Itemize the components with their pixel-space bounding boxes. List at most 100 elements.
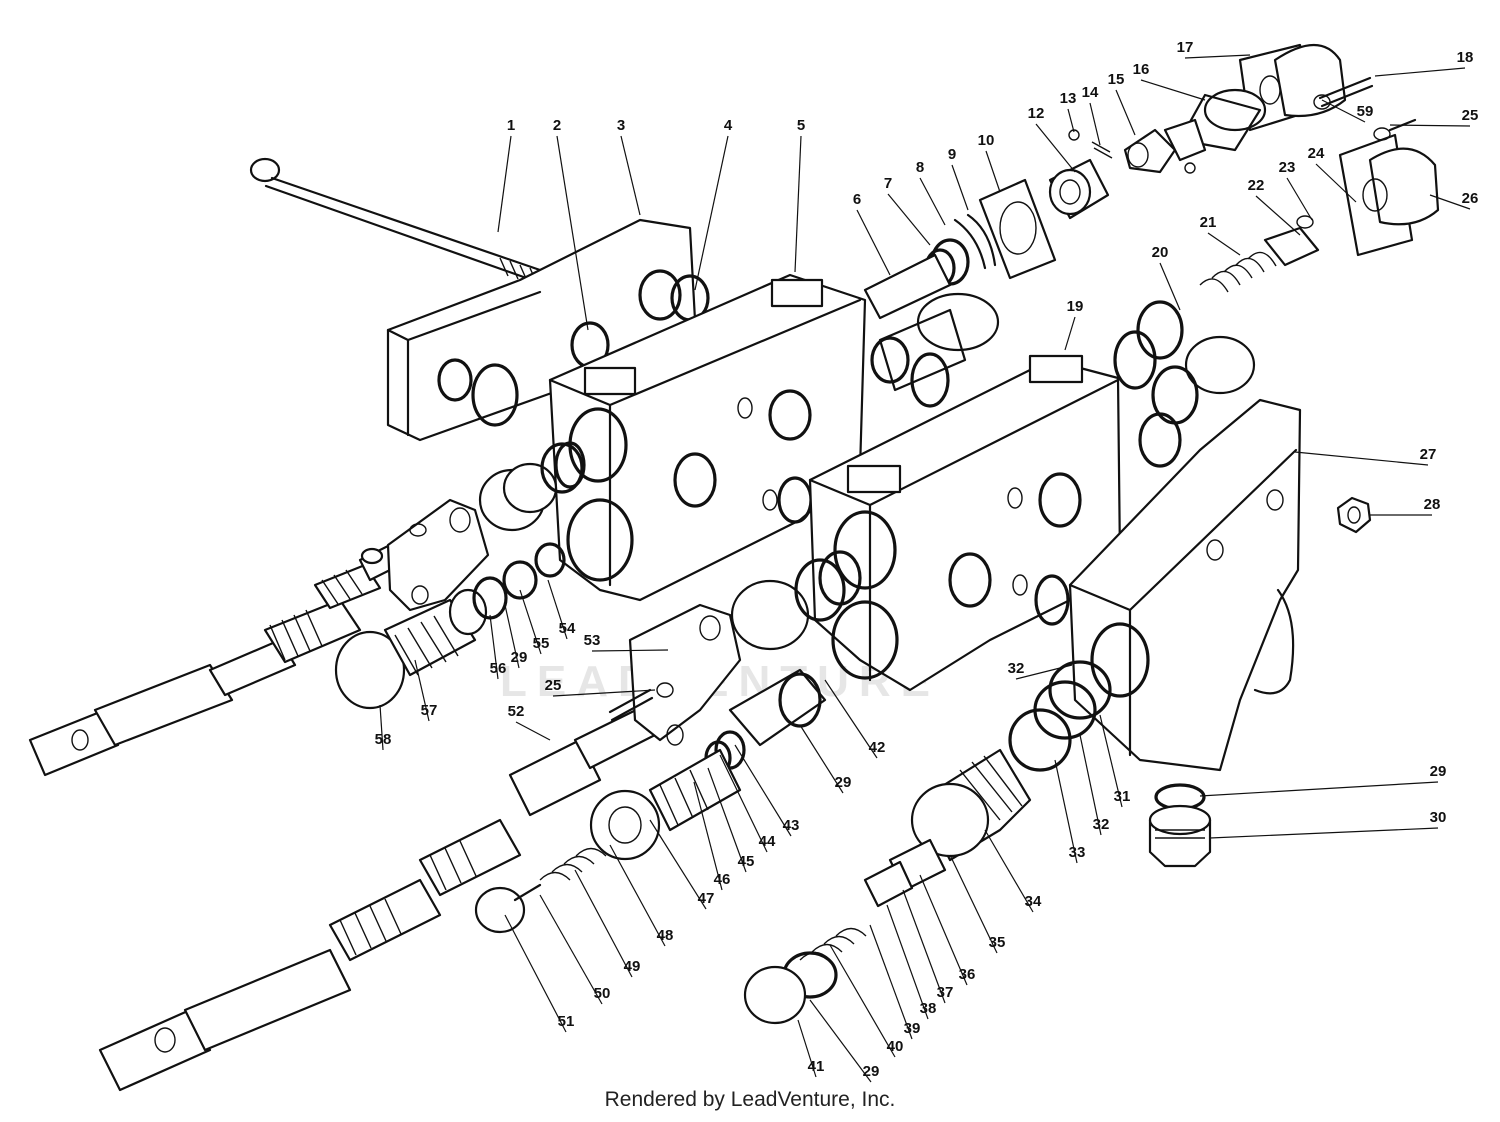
callout-label-40: 40	[887, 1038, 904, 1055]
callout-leader-47	[649, 819, 707, 910]
callout-label-44: 44	[759, 833, 776, 850]
callout-leader-3	[620, 135, 641, 216]
callout-leader-17	[1184, 54, 1251, 59]
callout-label-29: 29	[511, 649, 528, 666]
callout-leader-52	[515, 721, 551, 741]
lower-control-spool	[98, 706, 657, 1092]
callout-label-21: 21	[1200, 214, 1217, 231]
callout-leader-21	[1207, 232, 1241, 256]
callout-label-5: 5	[797, 117, 805, 134]
callout-leader-8	[919, 177, 946, 226]
callout-leader-54	[547, 579, 568, 640]
callout-label-50: 50	[594, 985, 611, 1002]
callout-leader-29	[809, 999, 872, 1083]
callout-leader-46	[693, 781, 723, 891]
callout-leader-43	[734, 744, 792, 837]
callout-leader-1	[497, 135, 512, 233]
callout-label-56: 56	[490, 660, 507, 677]
callout-label-7: 7	[884, 175, 892, 192]
callout-label-34: 34	[1025, 893, 1042, 910]
callout-label-41: 41	[808, 1058, 825, 1075]
callout-label-47: 47	[698, 890, 715, 907]
callout-label-52: 52	[508, 703, 525, 720]
callout-label-55: 55	[533, 635, 550, 652]
callout-label-10: 10	[978, 132, 995, 149]
callout-label-46: 46	[714, 871, 731, 888]
callout-leader-26	[1429, 194, 1471, 210]
callout-leader-35	[949, 854, 998, 954]
callout-label-29: 29	[863, 1063, 880, 1080]
callout-leader-44	[719, 754, 768, 853]
callout-label-37: 37	[937, 984, 954, 1001]
callout-leader-57	[414, 659, 430, 722]
callout-label-12: 12	[1028, 105, 1045, 122]
callout-label-39: 39	[904, 1020, 921, 1037]
callout-label-29: 29	[1430, 763, 1447, 780]
callout-leader-7	[887, 193, 931, 246]
spool-cap-left	[863, 178, 1057, 408]
callout-label-8: 8	[916, 159, 924, 176]
callout-label-25: 25	[545, 677, 562, 694]
callout-label-48: 48	[657, 927, 674, 944]
upper-plug-and-rings	[334, 542, 566, 710]
callout-label-14: 14	[1082, 84, 1099, 101]
callout-leader-2	[556, 135, 589, 331]
callout-label-38: 38	[920, 1000, 937, 1017]
callout-label-32: 32	[1008, 660, 1025, 677]
callout-label-13: 13	[1060, 90, 1077, 107]
callout-leader-45	[707, 767, 747, 873]
callout-label-54: 54	[559, 620, 576, 637]
callout-label-16: 16	[1133, 61, 1150, 78]
tie-rod	[249, 157, 542, 287]
valve-body-left	[548, 273, 867, 602]
callout-label-24: 24	[1308, 145, 1325, 162]
callout-leader-33	[1054, 759, 1078, 864]
callout-label-28: 28	[1424, 496, 1441, 513]
callout-leader-15	[1115, 89, 1136, 136]
callout-leader-48	[609, 844, 666, 947]
callout-label-27: 27	[1420, 446, 1437, 463]
callout-leader-32	[1015, 664, 1073, 680]
callout-label-36: 36	[959, 966, 976, 983]
callout-label-26: 26	[1462, 190, 1479, 207]
callout-label-18: 18	[1457, 49, 1474, 66]
callout-leader-51	[504, 914, 567, 1033]
callout-label-32: 32	[1093, 816, 1110, 833]
upper-spool-cap	[386, 442, 584, 612]
callout-label-29: 29	[835, 774, 852, 791]
callout-leader-25	[1389, 124, 1471, 127]
callout-label-59: 59	[1357, 103, 1374, 120]
lower-relief-assembly	[474, 668, 827, 934]
callout-label-58: 58	[375, 731, 392, 748]
callout-leader-29	[504, 604, 520, 669]
callout-leader-38	[886, 904, 929, 1020]
callout-leader-42	[824, 679, 878, 759]
callout-leader-50	[539, 894, 603, 1005]
callout-leader-29	[799, 724, 844, 794]
callout-label-49: 49	[624, 958, 641, 975]
callout-label-22: 22	[1248, 177, 1265, 194]
callout-leader-25	[552, 689, 656, 697]
callout-leader-55	[519, 589, 542, 655]
callout-leader-23	[1286, 177, 1313, 221]
callout-label-45: 45	[738, 853, 755, 870]
footer-credit: Rendered by LeadVenture, Inc.	[604, 1088, 896, 1111]
callout-label-30: 30	[1430, 809, 1447, 826]
callout-leader-27	[1294, 451, 1429, 466]
callout-label-1: 1	[507, 117, 515, 134]
callout-leader-56	[489, 614, 499, 680]
valve-body-right	[808, 354, 1122, 692]
callout-leader-36	[919, 874, 968, 986]
callout-leader-10	[985, 150, 1001, 193]
upper-relief-cap	[1178, 43, 1374, 152]
spring-assembly-right	[1113, 215, 1320, 468]
callout-leader-29	[1199, 781, 1439, 797]
callout-leader-39	[869, 924, 913, 1040]
callout-label-25: 25	[1462, 107, 1479, 124]
callout-label-23: 23	[1279, 159, 1296, 176]
callout-leader-53	[591, 649, 669, 652]
callout-leader-59	[1321, 99, 1366, 123]
callout-leader-22	[1255, 195, 1301, 236]
callout-label-2: 2	[553, 117, 561, 134]
callout-leader-40	[829, 944, 896, 1058]
